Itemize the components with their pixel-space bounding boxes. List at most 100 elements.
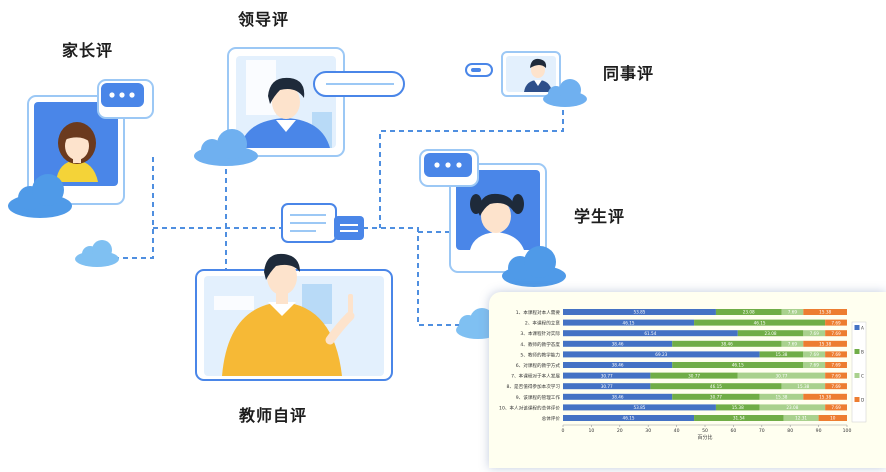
bar-segment <box>563 362 673 368</box>
data-label: 30.77 <box>601 373 613 378</box>
data-label: 30.77 <box>710 395 722 400</box>
data-label: 53.85 <box>633 405 645 410</box>
category-label: 7、本课程对于本人发展 <box>511 373 560 380</box>
category-label: 10、本人对该课程的总体评价 <box>499 404 560 411</box>
data-label: 7.69 <box>831 373 841 378</box>
parent-card <box>8 79 154 218</box>
connector-parent <box>118 157 154 259</box>
cloud-icon <box>543 79 587 107</box>
legend-swatch <box>854 397 860 402</box>
data-label: 10 <box>830 416 836 421</box>
data-label: 7.69 <box>831 352 841 357</box>
legend-swatch <box>854 349 860 354</box>
data-label: 7.69 <box>831 405 841 410</box>
data-label: 7.69 <box>788 310 798 315</box>
label-colleague-eval: 同事评 <box>603 64 655 83</box>
x-axis-title: 百分比 <box>697 434 712 441</box>
bar-segment <box>563 415 695 421</box>
bar-segment <box>563 351 760 358</box>
bar-segment <box>825 362 847 368</box>
bar-segment <box>803 351 826 358</box>
data-label: 31.54 <box>733 416 745 421</box>
label-leader-eval: 领导评 <box>238 10 290 29</box>
data-label: 23.08 <box>786 405 798 410</box>
colleague-avatar <box>524 58 552 92</box>
bar-segment <box>803 393 847 400</box>
parent-speech-bubble <box>97 79 154 119</box>
category-label: 5、教师的教学能力 <box>520 351 560 358</box>
bar-segment <box>650 383 782 390</box>
data-label: 7.69 <box>810 331 820 336</box>
bar-segment <box>818 415 847 421</box>
category-label: 2、本课程的立意 <box>525 320 560 327</box>
bar-segment <box>563 393 673 400</box>
bar-segment <box>672 362 804 368</box>
data-label: 7.69 <box>810 363 820 368</box>
bar-segment <box>737 330 804 337</box>
connector-colleague <box>379 110 564 228</box>
x-tick-label: 60 <box>730 428 736 434</box>
x-tick-label: 30 <box>645 428 651 434</box>
connector-teacher-right <box>363 227 460 326</box>
data-label: 38.46 <box>721 342 733 347</box>
bar-segment <box>715 404 760 411</box>
cloud-icon <box>75 240 119 267</box>
data-label: 46.15 <box>710 384 722 389</box>
bar-segment <box>825 319 847 326</box>
data-label: 12.31 <box>795 416 807 421</box>
legend-box <box>851 321 867 423</box>
data-label: 15.38 <box>732 405 744 410</box>
x-tick-label: 50 <box>702 428 708 434</box>
bar-segment <box>759 393 804 400</box>
data-label: 38.46 <box>612 342 624 347</box>
data-label: 7.69 <box>831 363 841 368</box>
data-label: 7.69 <box>788 342 798 347</box>
label-teacher-self-eval: 教师自评 <box>239 406 308 425</box>
data-label: 46.15 <box>623 320 635 325</box>
x-tick-label: 70 <box>759 428 765 434</box>
data-label: 53.85 <box>633 310 645 315</box>
bar-segment <box>563 372 651 379</box>
legend-label: A <box>861 326 864 331</box>
category-label: 8、是否值得参加本次学习 <box>507 383 561 390</box>
bar-segment <box>783 415 819 421</box>
data-label: 15.38 <box>819 310 831 315</box>
legend-swatch <box>854 325 860 330</box>
data-label: 46.15 <box>623 416 635 421</box>
bar-segment <box>803 309 847 315</box>
data-label: 38.46 <box>612 363 624 368</box>
bar-segment <box>825 372 847 379</box>
x-tick-label: 0 <box>562 428 565 434</box>
leader-avatar <box>240 77 330 148</box>
data-label: 15.38 <box>775 395 787 400</box>
data-label: 30.77 <box>688 373 700 378</box>
bar-segment <box>737 372 826 379</box>
leader-speech-bubble <box>313 71 405 97</box>
category-label: 4、教师的教学态度 <box>520 341 560 348</box>
x-tick-label: 80 <box>787 428 793 434</box>
bar-segment <box>803 340 847 347</box>
teacher-speech-bubble <box>281 203 364 243</box>
label-student-eval: 学生评 <box>574 207 626 226</box>
bar-segment <box>563 383 651 390</box>
bar-segment <box>563 340 673 347</box>
data-label: 61.54 <box>644 331 656 336</box>
data-label: 30.77 <box>775 373 787 378</box>
data-label: 23.08 <box>765 331 777 336</box>
student-avatar <box>470 193 524 250</box>
data-label: 7.69 <box>810 352 820 357</box>
bar-segment <box>650 372 738 379</box>
x-tick-label: 40 <box>674 428 680 434</box>
data-label: 15.38 <box>797 384 809 389</box>
bar-segment <box>672 393 760 400</box>
bar-segment <box>694 319 826 326</box>
dashed-connectors <box>118 110 564 326</box>
data-label: 30.77 <box>601 384 613 389</box>
bar-segment <box>803 362 826 368</box>
bar-segment <box>672 340 782 347</box>
category-label: 9、该课程的管理工作 <box>516 394 561 401</box>
data-label: 15.38 <box>819 395 831 400</box>
bar-segment <box>563 330 738 337</box>
x-tick-label: 100 <box>843 428 852 434</box>
